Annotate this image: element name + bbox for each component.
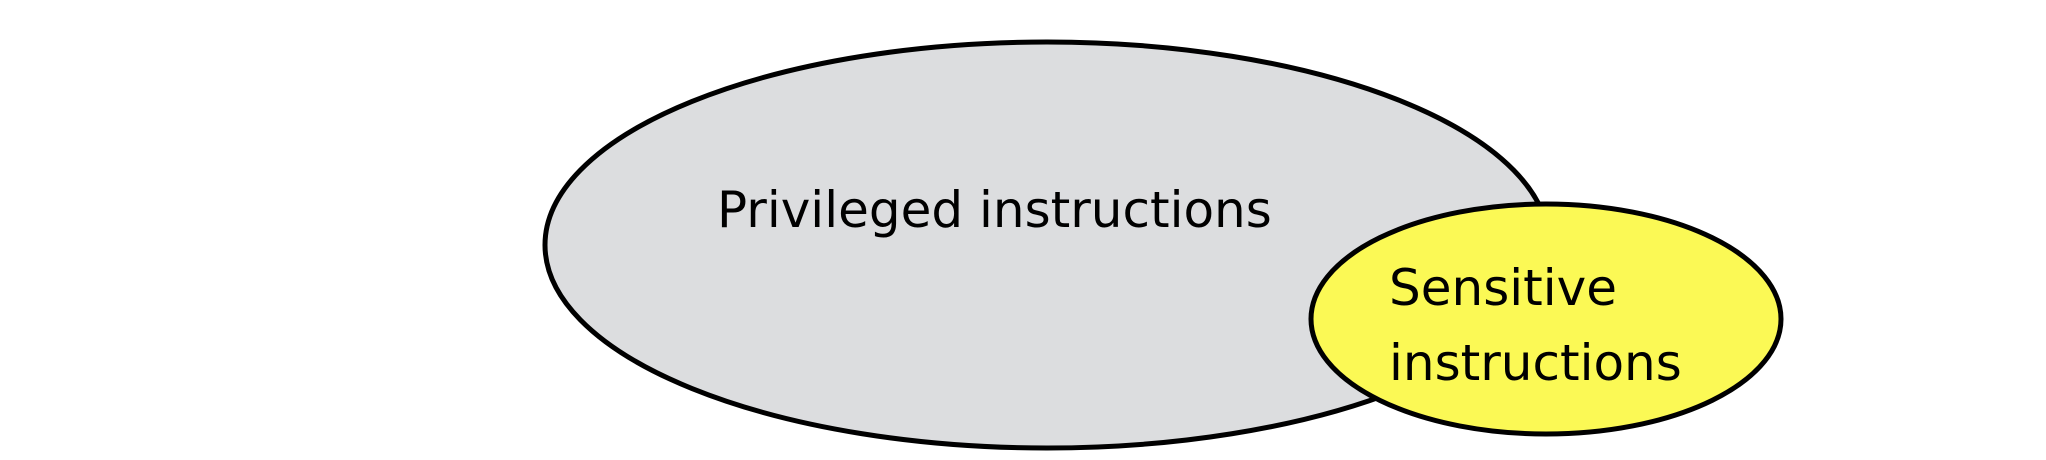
privileged-instructions-label: Privileged instructions	[717, 181, 1272, 239]
sensitive-instructions-ellipse	[1308, 201, 1784, 437]
sensitive-instructions-label-line2: instructions	[1389, 334, 1682, 392]
sensitive-instructions-label-line1: Sensitive	[1389, 259, 1617, 317]
